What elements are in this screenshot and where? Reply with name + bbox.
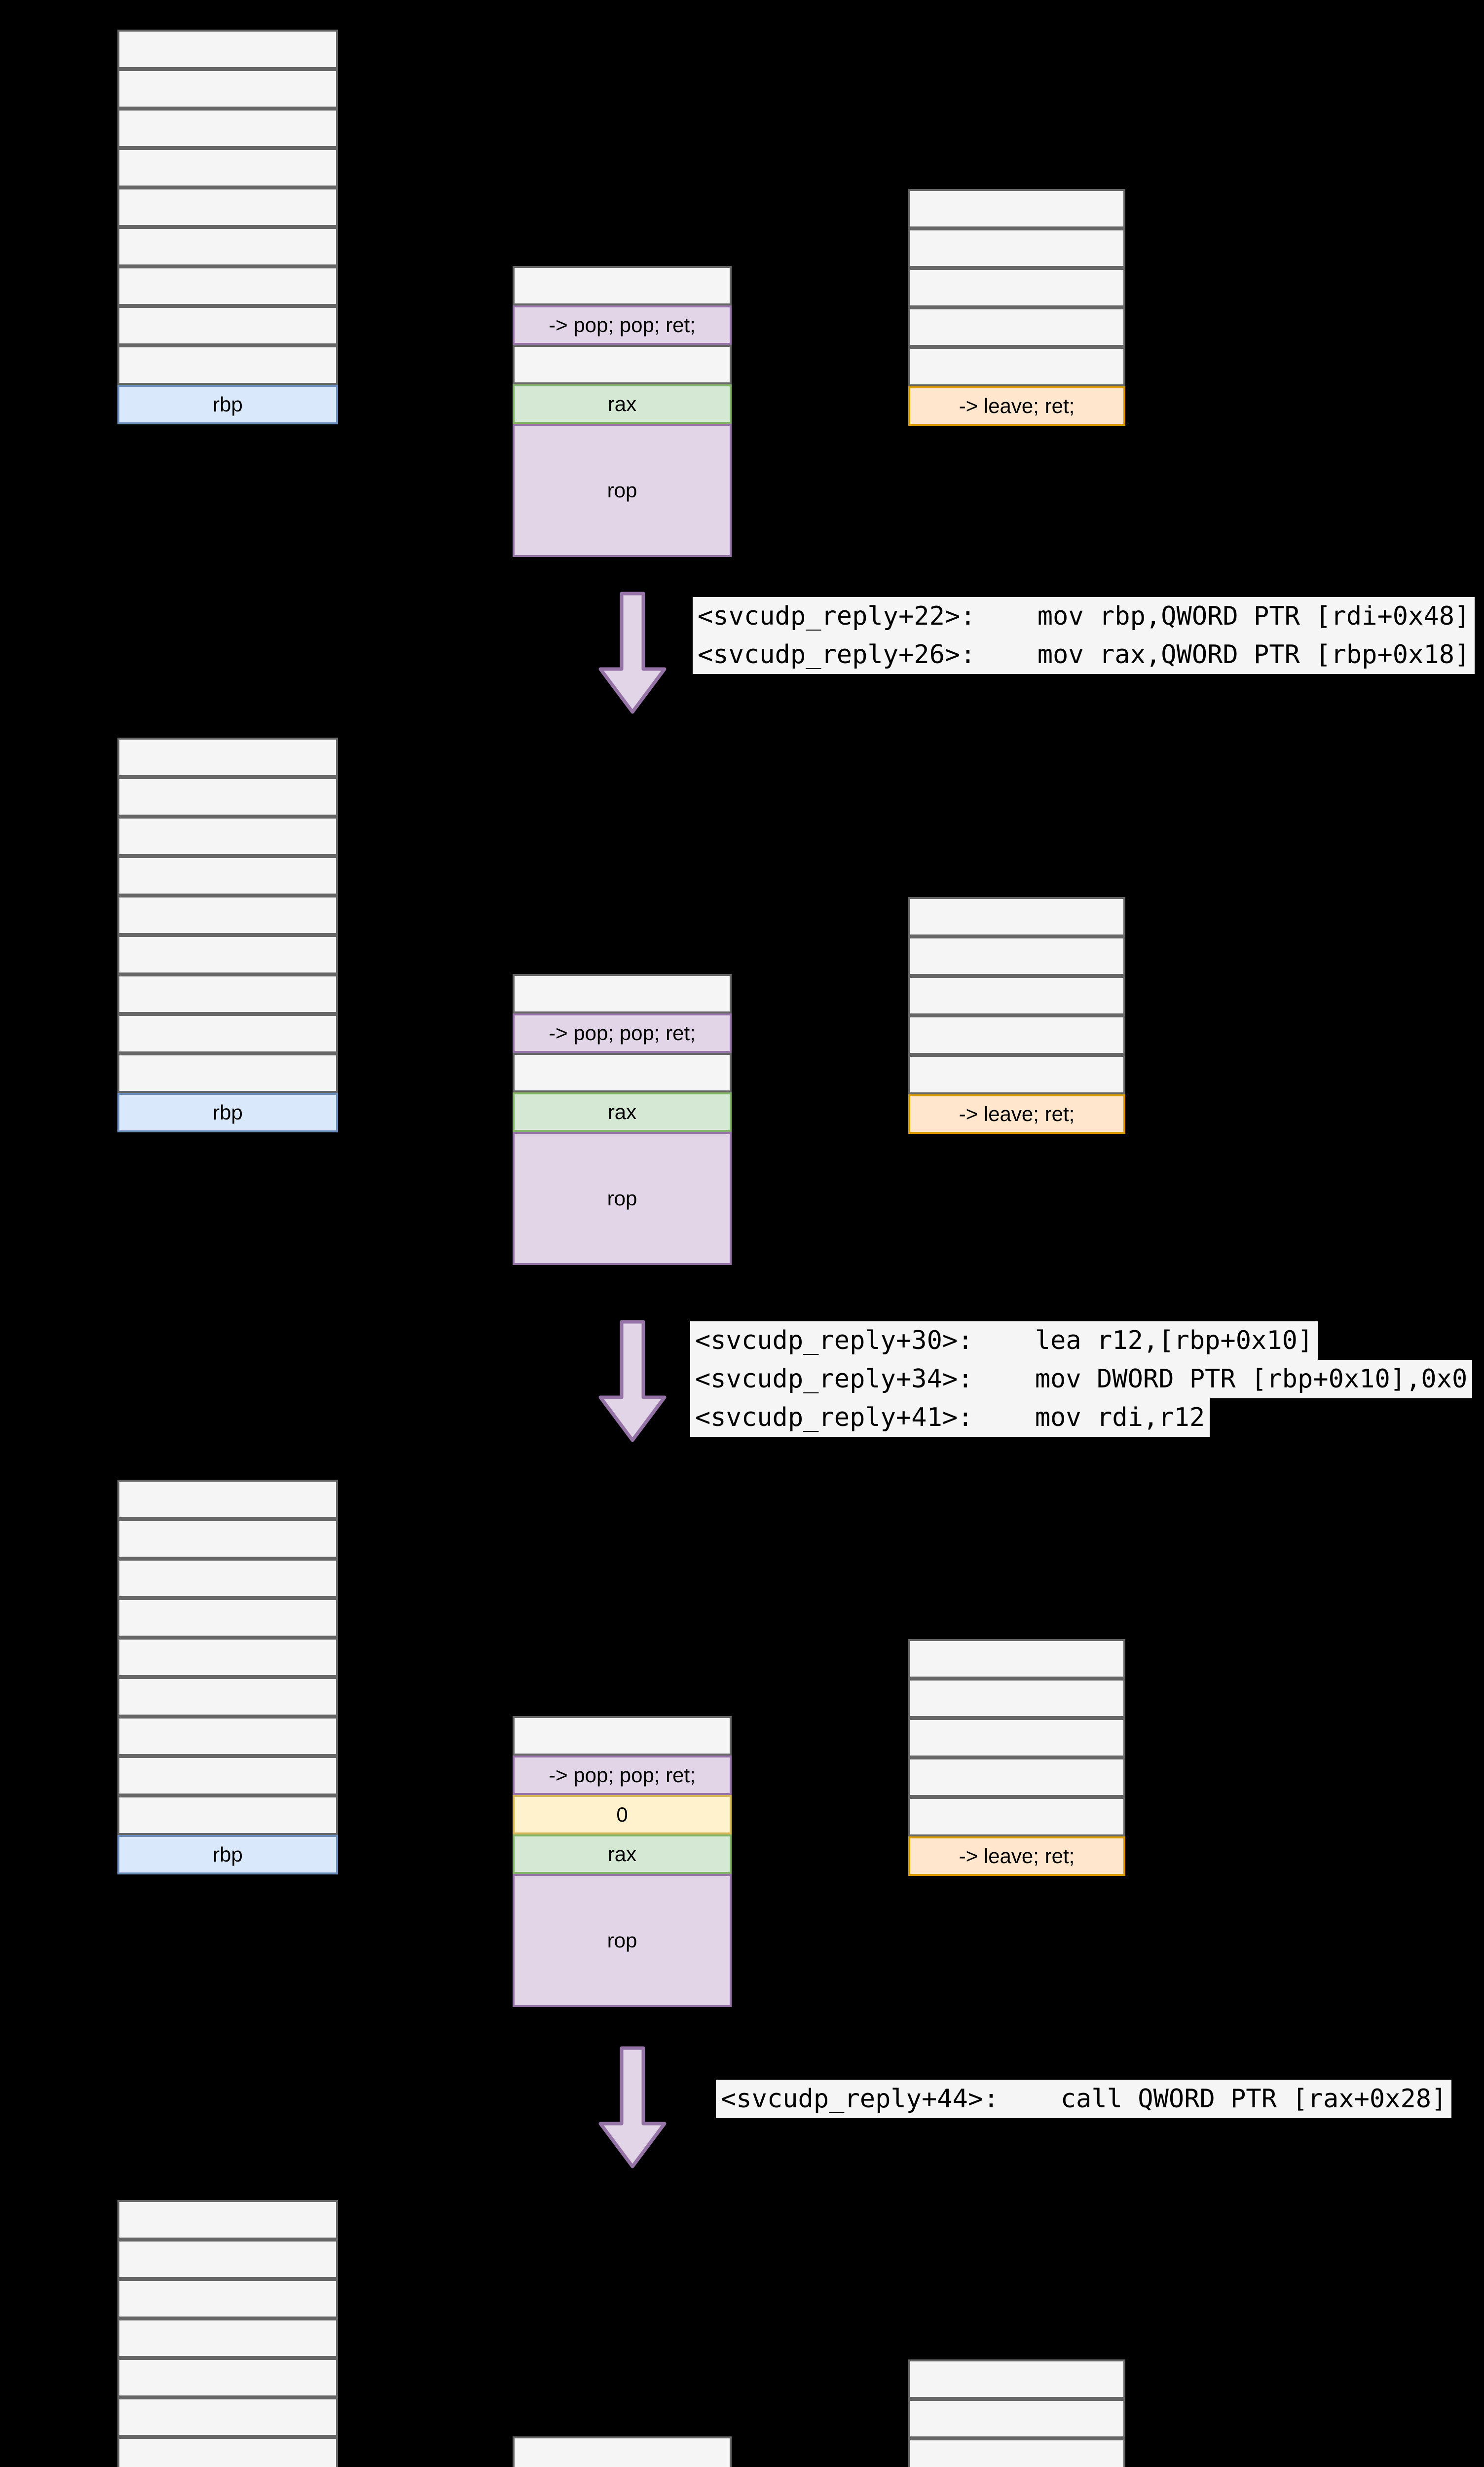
stack-cell-empty [908, 1757, 1125, 1797]
down-arrow-icon [598, 592, 667, 714]
stage2-leave-ret-cell: -> leave; ret; [908, 1094, 1125, 1134]
stack-cell-empty [117, 69, 338, 109]
stage1-pop-pop-ret-cell: -> pop; pop; ret; [513, 305, 732, 345]
stack-cell-empty [117, 1559, 338, 1598]
stage4-stack-frame: rbp [117, 2200, 338, 2467]
stack-cell-empty [117, 227, 338, 266]
stack-cell-empty [117, 2437, 338, 2467]
stage2-stack-frame: rbp [117, 738, 338, 1132]
stack-cell-empty [908, 268, 1125, 307]
code-line: <svcudp_reply+30>: lea r12,[rbp+0x10] [690, 1321, 1318, 1360]
stack-cell-empty [117, 2200, 338, 2240]
stage3-rax-cell: rax [513, 1834, 732, 1874]
stack-cell-empty [908, 347, 1125, 386]
stack-cell-empty [117, 856, 338, 896]
stage1-slot-cell [513, 345, 732, 384]
code-line: <svcudp_reply+26>: mov rax,QWORD PTR [rb… [693, 635, 1475, 674]
stack-cell-empty [117, 306, 338, 345]
stage2-rax-cell: rax [513, 1092, 732, 1132]
code-line: <svcudp_reply+41>: mov rdi,r12 [690, 1398, 1210, 1437]
stack-cell-empty [117, 2358, 338, 2397]
stage1-rop-chain-column: -> pop; pop; ret; rax rop [513, 266, 732, 557]
stage3-rop-chain-column: -> pop; pop; ret; 0 rax rop [513, 1716, 732, 2007]
stage2-rbp-cell: rbp [117, 1093, 338, 1132]
stage4-rop-chain-column: -> pop; pop; ret; 0 rax rop [513, 2436, 732, 2467]
stack-cell-empty [117, 1053, 338, 1093]
stack-cell-empty [117, 187, 338, 227]
stack-cell-empty [117, 148, 338, 187]
stack-cell-empty [908, 2399, 1125, 2438]
stage1-leave-ret-cell: -> leave; ret; [908, 386, 1125, 426]
stack-cell-empty [117, 1598, 338, 1638]
stack-cell-empty [117, 974, 338, 1014]
code-line: <svcudp_reply+44>: call QWORD PTR [rax+0… [716, 2080, 1452, 2118]
stack-cell-empty [117, 266, 338, 306]
stage1-rop-cell: rop [513, 424, 732, 557]
stack-cell-empty [117, 1677, 338, 1717]
stack-cell-empty [908, 2359, 1125, 2399]
stage3-zero-cell: 0 [513, 1795, 732, 1834]
stack-cell-empty [117, 2318, 338, 2358]
stack-cell-empty [117, 2397, 338, 2437]
stack-cell-empty [117, 738, 338, 777]
code-block-2: <svcudp_reply+30>: lea r12,[rbp+0x10] <s… [690, 1321, 1473, 1437]
stage2-rop-chain-column: -> pop; pop; ret; rax rop [513, 974, 732, 1265]
stack-cell-empty [117, 1519, 338, 1559]
stage3-rbp-cell: rbp [117, 1835, 338, 1874]
stage3-fake-frame-column: -> leave; ret; [908, 1639, 1125, 1876]
stack-cell-empty [908, 228, 1125, 268]
stage1-fake-frame-column: -> leave; ret; [908, 189, 1125, 426]
stack-cell-empty [117, 935, 338, 974]
code-block-3: <svcudp_reply+44>: call QWORD PTR [rax+0… [716, 2080, 1452, 2118]
stage3-rop-cell: rop [513, 1874, 732, 2007]
stack-cell-empty [117, 1480, 338, 1519]
down-arrow-icon [598, 2046, 667, 2168]
stack-cell-empty [908, 307, 1125, 347]
stack-cell-empty [908, 1055, 1125, 1094]
code-line: <svcudp_reply+22>: mov rbp,QWORD PTR [rd… [693, 597, 1475, 635]
stage3-pop-pop-ret-cell: -> pop; pop; ret; [513, 1756, 732, 1795]
stack-cell-empty [908, 1639, 1125, 1679]
stack-cell-empty [908, 1015, 1125, 1055]
stage2-fake-frame-column: -> leave; ret; [908, 897, 1125, 1134]
stack-cell-empty [908, 2438, 1125, 2467]
stack-cell-empty [513, 266, 732, 305]
stage1-rbp-cell: rbp [117, 385, 338, 424]
stack-cell-empty [908, 936, 1125, 976]
stack-cell-empty [117, 896, 338, 935]
stack-cell-empty [908, 1679, 1125, 1718]
stack-cell-empty [117, 2240, 338, 2279]
stack-cell-empty [117, 30, 338, 69]
stage1-rax-cell: rax [513, 384, 732, 424]
stage2-slot-cell [513, 1053, 732, 1092]
stack-cell-empty [513, 974, 732, 1013]
stack-cell-empty [117, 1014, 338, 1053]
stack-cell-empty [908, 976, 1125, 1015]
code-line: <svcudp_reply+34>: mov DWORD PTR [rbp+0x… [690, 1360, 1473, 1398]
stage2-pop-pop-ret-cell: -> pop; pop; ret; [513, 1013, 732, 1053]
stack-cell-empty [117, 1795, 338, 1835]
stage1-stack-frame: rbp [117, 30, 338, 424]
stack-cell-empty [117, 109, 338, 148]
stage2-rop-cell: rop [513, 1132, 732, 1265]
stack-cell-empty [513, 1716, 732, 1756]
stack-cell-empty [117, 1756, 338, 1795]
stack-cell-empty [117, 2279, 338, 2318]
stack-cell-empty [117, 1717, 338, 1756]
stack-cell-empty [908, 1718, 1125, 1757]
stack-cell-empty [117, 817, 338, 856]
stack-cell-empty [908, 1797, 1125, 1836]
stack-cell-empty [908, 897, 1125, 936]
stage3-stack-frame: rbp [117, 1480, 338, 1874]
stack-cell-empty [117, 345, 338, 385]
down-arrow-icon [598, 1320, 667, 1442]
stack-cell-empty [117, 777, 338, 817]
stage3-leave-ret-cell: -> leave; ret; [908, 1836, 1125, 1876]
stack-cell-empty [513, 2436, 732, 2467]
code-block-1: <svcudp_reply+22>: mov rbp,QWORD PTR [rd… [693, 597, 1475, 674]
stack-cell-empty [908, 189, 1125, 228]
stack-cell-empty [117, 1638, 338, 1677]
stage4-fake-frame-column: -> leave; ret; [908, 2359, 1125, 2467]
